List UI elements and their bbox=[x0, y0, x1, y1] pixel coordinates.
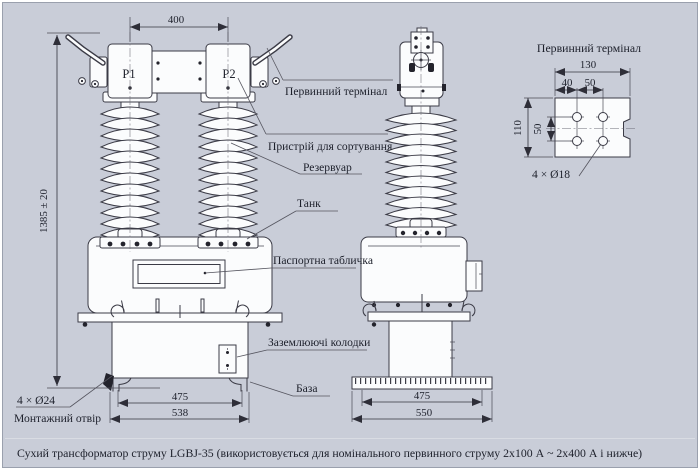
dimension-550: 550 bbox=[351, 391, 493, 423]
dim-4xO18-text: 4 × Ø18 bbox=[532, 168, 570, 181]
mount-holes-text: 4 × Ø24 bbox=[17, 394, 55, 407]
terminal-hole bbox=[598, 112, 608, 122]
callout-base-text: База bbox=[296, 382, 318, 395]
dimension-1385: 1385 ± 20 bbox=[38, 32, 160, 389]
dimension-110: 110 bbox=[512, 97, 553, 158]
side-lower-box bbox=[388, 320, 455, 378]
callout-reservoir: Резервуар bbox=[230, 142, 362, 175]
side-terminal-plate bbox=[410, 31, 434, 54]
terminal-hole bbox=[598, 136, 608, 146]
dimension-475-side: 475 bbox=[361, 390, 483, 406]
grounding-block bbox=[218, 344, 237, 374]
mount-hole-callout: 4 × Ø24 Монтажний отвір bbox=[14, 375, 113, 425]
terminal-plate bbox=[554, 97, 631, 158]
dim-475-side-text: 475 bbox=[414, 390, 430, 402]
front-head-assembly: P1 P2 bbox=[65, 34, 293, 103]
front-tank bbox=[87, 236, 273, 314]
side-junction-box bbox=[465, 260, 483, 292]
dimension-400: 400 bbox=[129, 14, 229, 42]
side-hook-right bbox=[461, 300, 476, 317]
front-view: P1 P2 400 1385 ± 20 475 bbox=[14, 14, 293, 425]
dim-550-text: 550 bbox=[416, 407, 432, 419]
detail-title: Первинний термінал bbox=[537, 41, 641, 55]
callout-grounding-blocks: Заземлюючі колодки bbox=[236, 336, 370, 358]
mount-hole-name-text: Монтажний отвір bbox=[14, 412, 101, 425]
callout-grounding-blocks-text: Заземлюючі колодки bbox=[268, 336, 370, 349]
callout-nameplate: Паспортна табличка bbox=[204, 254, 373, 274]
dim-50-left-text: 50 bbox=[532, 124, 544, 135]
terminal-lever-left bbox=[65, 34, 106, 88]
mounting-hole-marker bbox=[103, 373, 114, 391]
terminal-lever-right bbox=[252, 34, 293, 88]
dim-538-text: 538 bbox=[172, 407, 188, 419]
dim-40-text: 40 bbox=[562, 77, 573, 89]
side-head bbox=[397, 27, 446, 107]
dim-475-front-text: 475 bbox=[172, 391, 188, 403]
caption: Сухий трансформатор струму LGBJ-35 (вико… bbox=[17, 446, 642, 460]
dimension-50-left: 50 bbox=[532, 116, 572, 142]
front-lower-box bbox=[103, 321, 249, 392]
callout-tank-text: Танк bbox=[297, 197, 321, 210]
side-view: 475 550 bbox=[351, 26, 493, 423]
callout-primary-terminal: Первинний термінал bbox=[266, 47, 393, 98]
terminal-hole bbox=[572, 136, 582, 146]
mounting-feet bbox=[103, 373, 248, 392]
terminal-hole bbox=[572, 112, 582, 122]
side-hook-left bbox=[362, 300, 377, 317]
side-base-plate bbox=[351, 376, 493, 390]
terminal-p2-label: P2 bbox=[222, 67, 235, 81]
terminal-p1-label: P1 bbox=[122, 67, 135, 81]
callout-base: База bbox=[249, 381, 330, 397]
dim-50-top-text: 50 bbox=[585, 77, 596, 89]
callout-sorting-device: Пристрій для сортування bbox=[237, 77, 393, 153]
callout-reservoir-text: Резервуар bbox=[303, 161, 352, 174]
dim-130-text: 130 bbox=[580, 59, 596, 71]
callout-primary-terminal-text: Первинний термінал bbox=[285, 85, 388, 98]
dimension-40-50: 40 50 bbox=[555, 77, 603, 94]
detail-view: Первинний термінал 130 40 50 110 bbox=[512, 41, 641, 181]
lifting-hook-left bbox=[110, 300, 125, 318]
lifting-hook-right bbox=[235, 300, 250, 318]
dim-110-text: 110 bbox=[512, 120, 524, 136]
callout-nameplate-text: Паспортна табличка bbox=[273, 254, 373, 267]
dimension-538: 538 bbox=[109, 392, 250, 423]
terminal-crossbar bbox=[149, 50, 209, 94]
callout-tank: Танк bbox=[246, 197, 338, 240]
holes-callout: 4 × Ø18 bbox=[532, 143, 602, 181]
dimension-475-front: 475 bbox=[117, 390, 243, 407]
dim-400-text: 400 bbox=[168, 14, 184, 26]
dim-1385-text: 1385 ± 20 bbox=[38, 189, 50, 233]
callout-sorting-device-text: Пристрій для сортування bbox=[268, 140, 393, 153]
